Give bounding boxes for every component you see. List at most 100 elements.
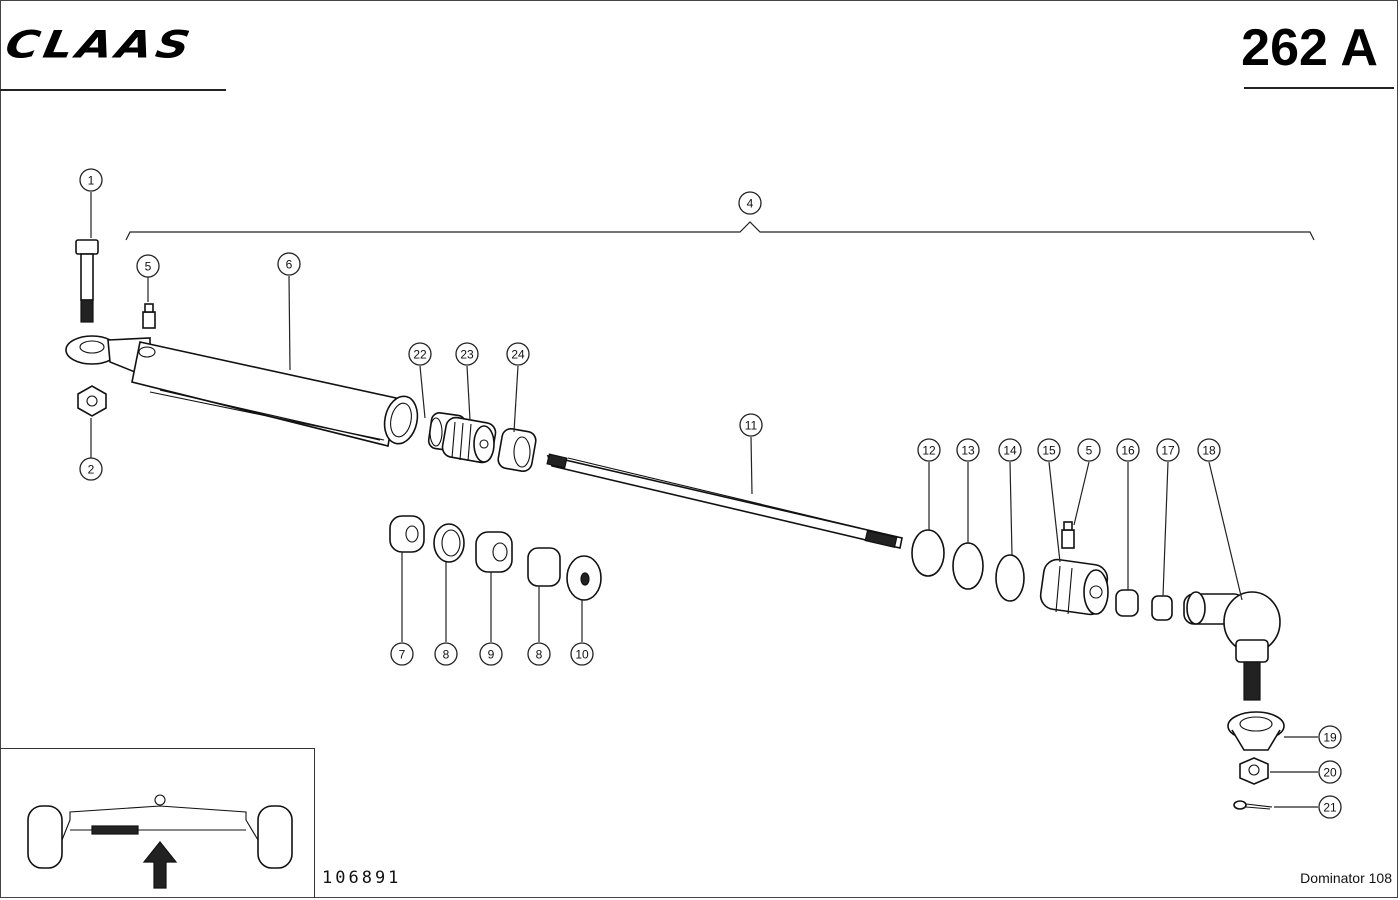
- callout-c18: 18: [1197, 438, 1221, 462]
- callout-circle: [1116, 438, 1140, 462]
- o-ring-part: [911, 529, 945, 577]
- piston-part: [441, 416, 497, 464]
- callout-number: 12: [922, 444, 936, 458]
- callout-c7: 7: [390, 642, 414, 666]
- castle-nut-part: [1239, 757, 1269, 785]
- callout-circle: [1318, 795, 1342, 819]
- header-rule-left: [0, 89, 226, 91]
- ring-7-part: [389, 515, 425, 553]
- page-number: 262 A: [1241, 19, 1378, 77]
- callout-c9: 9: [479, 642, 503, 666]
- callout-c8a: 8: [434, 642, 458, 666]
- callout-circle: [570, 642, 594, 666]
- callout-c4: 4: [738, 191, 762, 215]
- callout-circle: [408, 342, 432, 366]
- callout-circle: [479, 642, 503, 666]
- callout-circle: [506, 342, 530, 366]
- callout-c13: 13: [956, 438, 980, 462]
- callout-number: 8: [536, 648, 543, 662]
- callout-circle: [917, 438, 941, 462]
- callout-circle: [136, 254, 160, 278]
- callout-number: 24: [511, 348, 525, 362]
- rod-seal-part: [1151, 595, 1173, 621]
- callout-number: 2: [88, 463, 95, 477]
- callout-c16: 16: [1116, 438, 1140, 462]
- callout-c22: 22: [408, 342, 432, 366]
- drawing-number: 106891: [322, 868, 402, 888]
- ring-8b-part: [527, 547, 561, 587]
- callout-number: 7: [399, 648, 406, 662]
- callout-number: 19: [1323, 731, 1337, 745]
- callout-c24: 24: [506, 342, 530, 366]
- grease-nipple-part: [142, 303, 156, 329]
- callout-number: 10: [575, 648, 589, 662]
- callout-circle: [738, 191, 762, 215]
- callout-c11: 11: [739, 413, 763, 437]
- callout-number: 9: [488, 648, 495, 662]
- model-label: Dominator 108: [1300, 870, 1392, 886]
- callout-number: 23: [460, 348, 474, 362]
- inset-frame: [0, 748, 315, 898]
- callout-c20: 20: [1318, 760, 1342, 784]
- ring-9-part: [475, 531, 513, 573]
- callout-c17: 17: [1156, 438, 1180, 462]
- callout-number: 11: [745, 419, 758, 433]
- axle-overview-inset: [27, 794, 293, 889]
- tie-rod-end-part: [1183, 591, 1281, 701]
- header-rule-right: [1244, 87, 1394, 89]
- assembly-bracket: [125, 221, 1315, 241]
- cylinder-barrel-part: [65, 335, 419, 447]
- callout-number: 22: [413, 348, 427, 362]
- callout-circle: [1318, 725, 1342, 749]
- callout-circle: [79, 168, 103, 192]
- callout-c21: 21: [1318, 795, 1342, 819]
- callout-number: 20: [1323, 766, 1337, 780]
- callout-circle: [434, 642, 458, 666]
- bolt-part: [75, 239, 99, 323]
- callout-c5a: 5: [136, 254, 160, 278]
- callout-circle: [956, 438, 980, 462]
- callout-c2: 2: [79, 457, 103, 481]
- callout-number: 6: [286, 258, 293, 272]
- piston-rod-part: [546, 453, 903, 549]
- callout-c15: 15: [1037, 438, 1061, 462]
- callout-circle: [1318, 760, 1342, 784]
- callout-number: 5: [1086, 444, 1093, 458]
- callout-c1: 1: [79, 168, 103, 192]
- grease-nipple-part-2: [1061, 521, 1075, 549]
- callout-circle: [998, 438, 1022, 462]
- callout-number: 8: [443, 648, 450, 662]
- callout-number: 17: [1161, 444, 1175, 458]
- callout-number: 18: [1202, 444, 1216, 458]
- sealing-ring-part: [497, 427, 537, 473]
- callout-circle: [1077, 438, 1101, 462]
- callout-c12: 12: [917, 438, 941, 462]
- callout-number: 15: [1042, 444, 1056, 458]
- callout-circle: [1197, 438, 1221, 462]
- callout-circle: [1156, 438, 1180, 462]
- cylinder-head-part: [1039, 558, 1109, 616]
- wiper-ring-part: [1115, 589, 1139, 617]
- callout-c19: 19: [1318, 725, 1342, 749]
- callout-circle: [277, 252, 301, 276]
- callout-circle: [79, 457, 103, 481]
- callout-c14: 14: [998, 438, 1022, 462]
- callout-number: 1: [88, 174, 95, 188]
- callout-c6: 6: [277, 252, 301, 276]
- callout-number: 21: [1323, 801, 1337, 815]
- dust-cap-part: [1227, 711, 1285, 751]
- callout-c8b: 8: [527, 642, 551, 666]
- callout-number: 5: [145, 260, 152, 274]
- callout-circle: [739, 413, 763, 437]
- callout-circle: [1037, 438, 1061, 462]
- snap-ring-part: [995, 554, 1025, 602]
- callout-c23: 23: [455, 342, 479, 366]
- ring-10-part: [566, 555, 602, 601]
- callout-circle: [455, 342, 479, 366]
- callout-number: 13: [961, 444, 975, 458]
- callout-circle: [390, 642, 414, 666]
